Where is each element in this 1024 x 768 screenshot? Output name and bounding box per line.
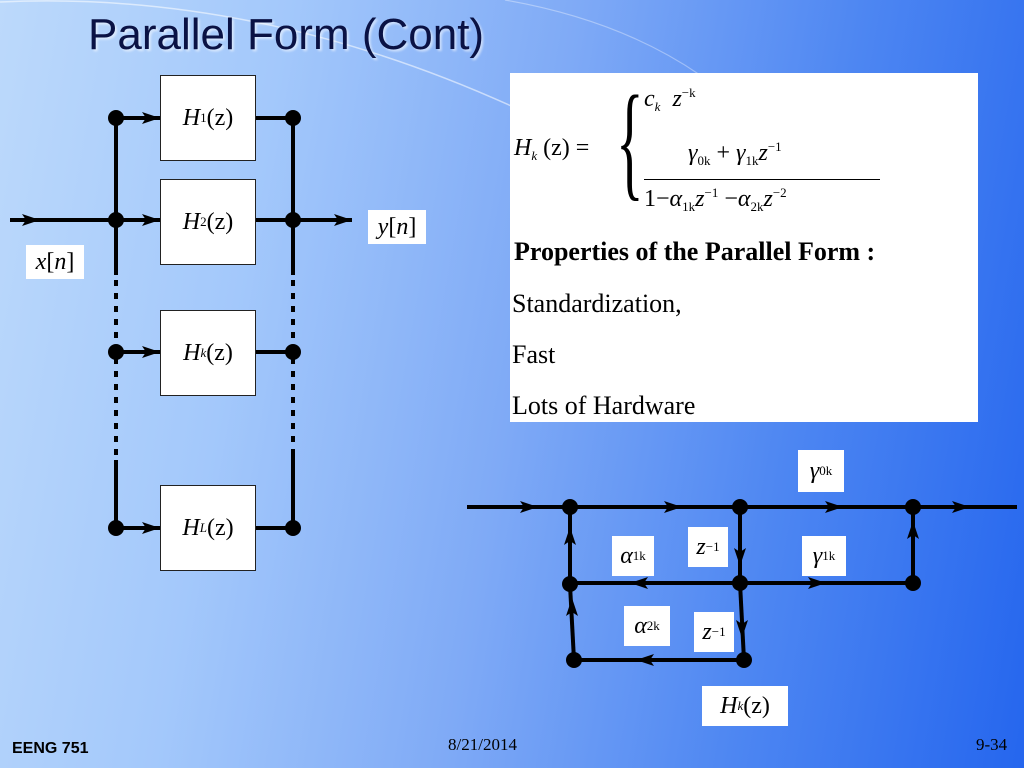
label-delay-1: z−1 xyxy=(688,527,728,567)
alpha2-sym: α xyxy=(634,612,647,639)
alpha1-sym: α xyxy=(620,542,633,569)
case1-exp: −k xyxy=(681,85,696,100)
equation-denominator: 1−α1kz−1 −α2kz−2 xyxy=(644,185,787,215)
num-exp: −1 xyxy=(767,139,782,154)
equation-brace: { xyxy=(616,70,644,212)
den-a2-sub: 2k xyxy=(750,199,764,214)
output-label-arg: n xyxy=(396,213,409,240)
caption-func: H xyxy=(720,692,738,719)
label-delay-2: z−1 xyxy=(694,612,734,652)
caption-arg: (z) xyxy=(743,692,770,719)
den-minus-1: − xyxy=(656,186,670,212)
equation-case-1: ck z−k xyxy=(644,85,696,115)
properties-heading: Properties of the Parallel Form : xyxy=(514,237,876,266)
block-h2-sub: 2 xyxy=(200,214,207,229)
gamma0-sub: 0k xyxy=(819,463,833,478)
eq-lhs-func: H xyxy=(514,135,532,161)
alpha1-sub: 1k xyxy=(632,548,646,563)
num-g0: γ xyxy=(688,140,698,166)
gamma1-sub: 1k xyxy=(822,548,836,563)
input-label: x[n] xyxy=(26,245,84,279)
num-plus: + xyxy=(716,140,731,166)
delay2-var: z xyxy=(702,618,712,645)
delay2-exp: −1 xyxy=(711,624,726,639)
section-delay-2 xyxy=(738,582,746,661)
block-hl-arg: (z) xyxy=(206,514,234,541)
equation-numerator: γ0k + γ1kz−1 xyxy=(688,139,782,169)
den-exp-1: −1 xyxy=(704,185,719,200)
gamma0-sym: γ xyxy=(809,457,820,484)
den-a2: α xyxy=(737,186,751,212)
den-exp-2: −2 xyxy=(772,185,787,200)
alpha2-sub: 2k xyxy=(646,618,660,633)
den-a1: α xyxy=(669,186,683,212)
block-hk-sub: k xyxy=(200,345,207,360)
den-minus-2: − xyxy=(724,186,738,212)
property-item-2: Fast xyxy=(512,340,556,369)
gamma1-sym: γ xyxy=(812,542,823,569)
block-h2-arg: (z) xyxy=(206,208,234,235)
footer-date: 8/21/2014 xyxy=(448,735,517,754)
num-g1: γ xyxy=(736,140,746,166)
equation-panel: Hk (z) = { ck z−k γ0k + γ1kz−1 1−α1kz−1 … xyxy=(510,73,978,422)
output-label: y[n] xyxy=(368,210,426,244)
footer-page-number: 9-34 xyxy=(976,735,1008,754)
den-var-2: z xyxy=(763,186,773,212)
block-hl-sub: L xyxy=(199,520,207,535)
den-a1-sub: 1k xyxy=(682,199,696,214)
delay1-exp: −1 xyxy=(705,539,720,554)
case1-var: z xyxy=(672,86,682,112)
den-one: 1 xyxy=(644,186,656,212)
section-left-lower xyxy=(568,584,576,661)
junction-nodes xyxy=(108,110,921,668)
input-label-arg: n xyxy=(54,248,67,275)
block-hk-arg: (z) xyxy=(206,339,233,366)
output-label-var: y xyxy=(377,213,389,240)
case1-coef: c xyxy=(644,86,655,112)
den-var-1: z xyxy=(695,186,705,212)
property-item-3: Lots of Hardware xyxy=(512,391,696,420)
eq-lhs-rest: (z) = xyxy=(543,135,590,161)
input-label-var: x xyxy=(35,248,47,275)
arrowheads xyxy=(22,112,970,666)
block-h1-func: H xyxy=(182,104,201,131)
eq-lhs-sub: k xyxy=(531,148,538,163)
footer-course: EENG 751 xyxy=(12,740,89,757)
block-hl-func: H xyxy=(182,514,200,541)
block-h1-sub: 1 xyxy=(200,110,207,125)
equation-lhs: Hk (z) = xyxy=(514,135,589,164)
case1-coef-sub: k xyxy=(654,99,661,114)
block-hk-func: H xyxy=(183,339,201,366)
delay1-var: z xyxy=(696,533,706,560)
block-h2-func: H xyxy=(182,208,201,235)
caption-sub: k xyxy=(737,698,744,713)
slide-title: Parallel Form (Cont) xyxy=(88,10,485,59)
num-g0-sub: 0k xyxy=(697,153,711,168)
num-var: z xyxy=(758,140,768,166)
property-item-1: Standardization, xyxy=(512,289,682,318)
fraction-bar xyxy=(644,179,880,180)
block-h1-arg: (z) xyxy=(206,104,234,131)
num-g1-sub: 1k xyxy=(745,153,759,168)
